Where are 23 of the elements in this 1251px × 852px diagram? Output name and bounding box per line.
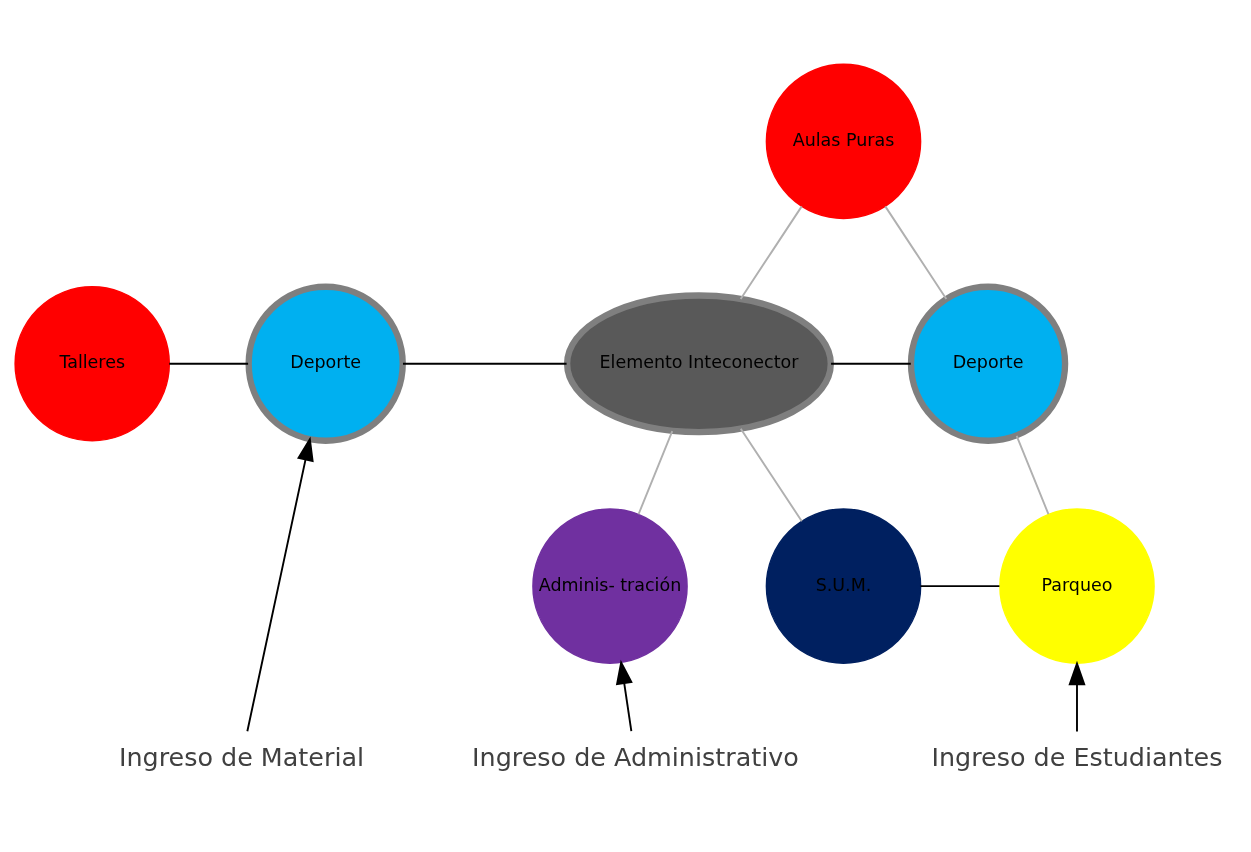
node-circle: Aulas Puras (765, 63, 922, 219)
node-text: Ingreso de Estudiantes (931, 741, 1223, 772)
arrow (246, 435, 314, 732)
node-text: Ingreso de Material (118, 741, 365, 772)
node-circle: Deporte (907, 283, 1069, 444)
node-circle: Parqueo (999, 507, 1155, 664)
arrow (1068, 660, 1086, 732)
node-circle: Deporte (245, 283, 406, 444)
node-circle: S.U.M. (765, 507, 922, 664)
connector (830, 362, 912, 365)
connector (919, 584, 1001, 587)
node-ellipse: Elemento Inteconector (563, 291, 834, 435)
connector (884, 204, 948, 300)
node-text: Ingreso de Administrativo (472, 741, 799, 772)
connector (168, 362, 250, 365)
arrow (615, 659, 633, 732)
connector (739, 427, 803, 522)
connector (637, 429, 674, 515)
connector (739, 204, 803, 300)
connector (1015, 434, 1050, 515)
node-circle: Adminis- tración (532, 507, 688, 664)
node-circle: Talleres (14, 285, 171, 442)
connector (402, 362, 568, 365)
